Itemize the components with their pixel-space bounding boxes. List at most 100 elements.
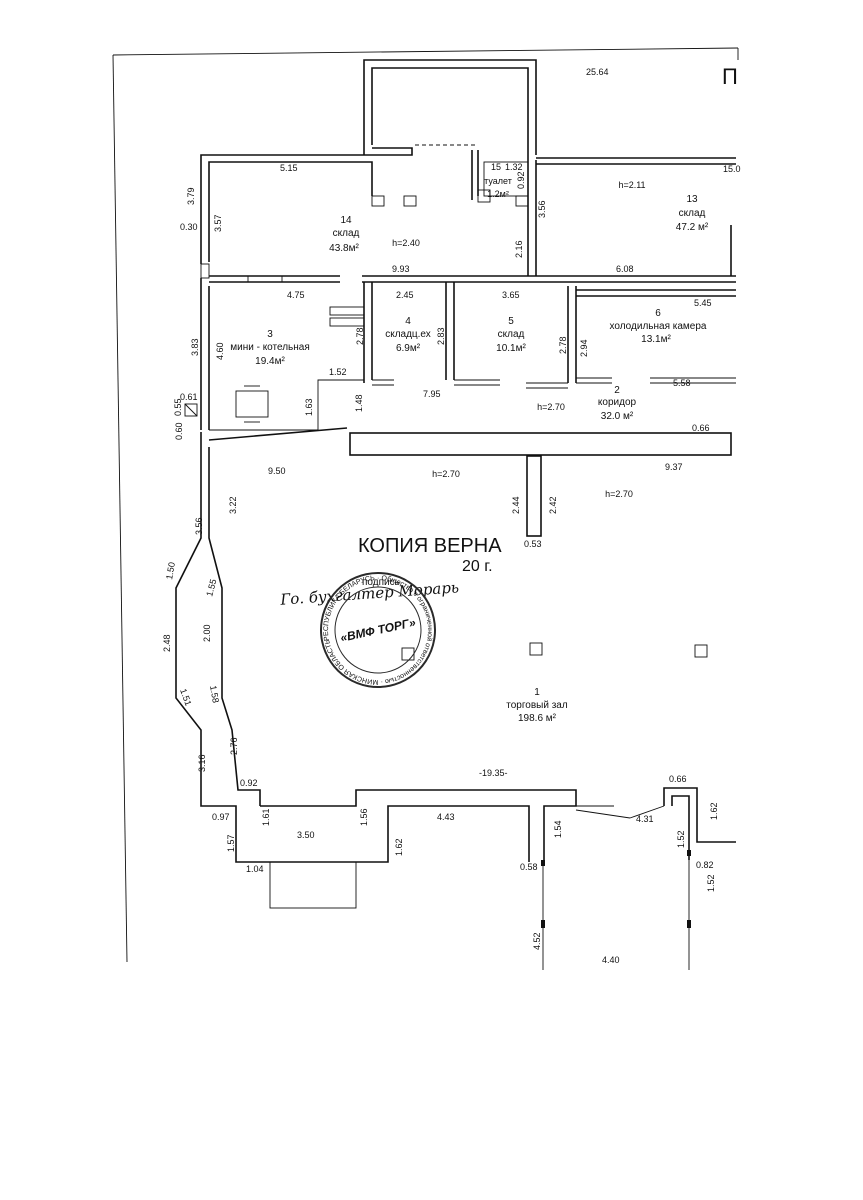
svg-text:склад: склад (333, 228, 360, 239)
dim-1-55: 1.55 (204, 578, 218, 598)
dim-4-43: 4.43 (437, 812, 455, 822)
dim-2-76: 2.76 (229, 737, 239, 755)
svg-text:коридор: коридор (598, 397, 637, 408)
dim-1-54: 1.54 (553, 820, 563, 838)
dim-0-60: 0.60 (174, 422, 184, 440)
dim-1-32: 1.32 (505, 162, 523, 172)
svg-text:5: 5 (508, 316, 514, 327)
dim-2-78-b: 2.78 (558, 336, 568, 354)
room-13-label: h=2.11 13 склад 47.2 м² (618, 180, 708, 233)
date-line: 20 г. (462, 558, 493, 575)
svg-text:торговый зал: торговый зал (506, 700, 568, 711)
svg-text:19.4м²: 19.4м² (255, 356, 285, 367)
dim-3-65: 3.65 (502, 290, 520, 300)
svg-text:туалет: туалет (484, 176, 512, 186)
dim-4-75: 4.75 (287, 290, 305, 300)
svg-text:32.0 м²: 32.0 м² (601, 411, 634, 422)
dim-0-55: 0.55 (173, 398, 183, 416)
dim-5-45: 5.45 (694, 298, 712, 308)
room-2-label: 2 коридор 32.0 м² h=2.70 (537, 385, 636, 422)
dim-4-40: 4.40 (602, 955, 620, 965)
dim-1-52-b: 1.52 (676, 830, 686, 848)
dim-0-92: 0.92 (516, 171, 526, 189)
dim-0-61: 0.61 (180, 392, 198, 402)
dim-1-50: 1.50 (164, 561, 177, 580)
dim-1-61: 1.61 (261, 808, 271, 826)
dim-1-58: 1.58 (208, 685, 221, 704)
dim-7-95: 7.95 (423, 389, 441, 399)
svg-text:h=2.40: h=2.40 (392, 238, 420, 248)
walls (175, 59, 736, 970)
dim-5-58: 5.58 (673, 378, 691, 388)
room-labels: 14 склад 43.8м² h=2.40 15 туалет 1.2м² h… (230, 162, 709, 724)
certification-stamp: КОПИЯ ВЕРНА 20 г. подпись Го. бухгалтер … (0, 0, 502, 763)
dim-0-92-b: 0.92 (240, 778, 258, 788)
dim-2-83: 2.83 (436, 327, 446, 345)
dim-0-82: 0.82 (696, 860, 714, 870)
svg-text:10.1м²: 10.1м² (496, 343, 526, 354)
dim-0-58: 0.58 (520, 862, 538, 872)
svg-text:47.2 м²: 47.2 м² (676, 222, 709, 233)
sheet-frame (112, 47, 739, 963)
dim-0-53: 0.53 (524, 539, 542, 549)
room-15-label: 15 туалет 1.2м² (484, 162, 512, 199)
svg-text:4: 4 (405, 316, 411, 327)
corner-label: П (722, 64, 738, 89)
svg-text:мини - котельная: мини - котельная (230, 342, 310, 353)
svg-text:склад: склад (679, 208, 706, 219)
dim-2-94: 2.94 (579, 339, 589, 357)
svg-text:h=2.70: h=2.70 (537, 402, 565, 412)
dim-1-52-c: 1.52 (706, 874, 716, 892)
dim-9-50: 9.50 (268, 466, 286, 476)
dim-1-52-a: 1.52 (329, 367, 347, 377)
dim-15-0: 15.0 (723, 164, 741, 174)
dim-3-16: 3.16 (197, 754, 207, 772)
dim-3-56-a: 3.56 (537, 200, 547, 218)
dim-9-37: 9.37 (665, 462, 683, 472)
svg-text:2: 2 (614, 385, 620, 396)
dim-2-42: 2.42 (548, 496, 558, 514)
dim-0-30: 0.30 (180, 222, 198, 232)
dim-2-45: 2.45 (396, 290, 414, 300)
dim-2-00: 2.00 (202, 624, 212, 642)
hall-height-upper: h=2.70 (432, 469, 460, 479)
room-14-label: 14 склад 43.8м² h=2.40 (329, 215, 420, 254)
dim-2-48: 2.48 (162, 634, 172, 652)
svg-text:6: 6 (655, 308, 661, 319)
dim-1-62-a: 1.62 (709, 802, 719, 820)
svg-text:13: 13 (686, 194, 698, 205)
svg-text:складц.ех: складц.ех (385, 329, 431, 340)
dim-0-97: 0.97 (212, 812, 230, 822)
svg-text:13.1м²: 13.1м² (641, 334, 671, 345)
dim-3-56-b: 3.56 (194, 517, 204, 535)
dim-1-48: 1.48 (354, 394, 364, 412)
svg-text:h=2.11: h=2.11 (618, 180, 645, 190)
round-seal: РЕСПУБЛИКА БЕЛАРУСЬ · Общество с огранич… (0, 0, 443, 763)
dim-9-93: 9.93 (392, 264, 410, 274)
dim-3-50: 3.50 (297, 830, 315, 840)
dim-1-56: 1.56 (359, 808, 369, 826)
copy-verified-text: КОПИЯ ВЕРНА (358, 535, 502, 557)
room-3-label: 3 мини - котельная 19.4м² (230, 329, 310, 367)
svg-text:15: 15 (491, 162, 501, 172)
svg-text:14: 14 (340, 215, 352, 226)
overall-width: 25.64 (586, 67, 609, 77)
dim-2-16: 2.16 (514, 240, 524, 258)
dim-3-79: 3.79 (186, 187, 196, 205)
svg-text:198.6 м²: 198.6 м² (518, 713, 557, 724)
dim-3-22: 3.22 (228, 496, 238, 514)
room-1-label: 1 торговый зал 198.6 м² (506, 687, 568, 724)
fixtures (184, 161, 708, 928)
dim-1-62-b: 1.62 (394, 838, 404, 856)
room-6-label: 6 холодильная камера 13.1м² (610, 308, 707, 345)
dim-4-31: 4.31 (636, 814, 654, 824)
svg-text:43.8м²: 43.8м² (329, 243, 359, 254)
svg-text:1.2м²: 1.2м² (487, 189, 509, 199)
room-4-label: 4 складц.ех 6.9м² (385, 316, 431, 354)
dim-1-57: 1.57 (226, 834, 236, 852)
dim-3-83: 3.83 (190, 338, 200, 356)
seal-center-text: «ВМФ ТОРГ» (339, 615, 417, 645)
dim-1-63: 1.63 (304, 398, 314, 416)
svg-text:склад: склад (498, 329, 525, 340)
